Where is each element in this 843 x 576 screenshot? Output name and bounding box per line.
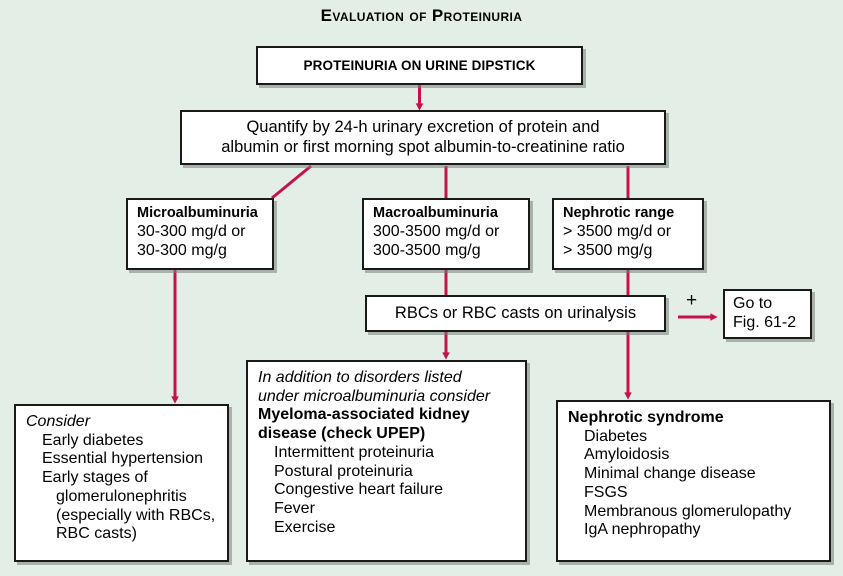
- connector-quantify-to-micro: [271, 164, 312, 200]
- node-nephrotic-range-line1: > 3500 mg/d or: [563, 222, 672, 240]
- node-goto-figure-line1: Go to: [733, 295, 773, 312]
- node-nephrotic-range-heading: Nephrotic range: [563, 205, 675, 221]
- node-myeloma-item: Exercise: [274, 518, 336, 536]
- node-nephrotic-syndrome-item: IgA nephropathy: [584, 521, 701, 539]
- node-microalbuminuria-line1: 30-300 mg/d or: [137, 222, 246, 240]
- node-nephrotic-syndrome-item: Diabetes: [584, 427, 648, 445]
- node-myeloma-intro-line1: In addition to disorders listed: [258, 369, 462, 386]
- node-quantify[interactable]: Quantify by 24-h urinary excretion of pr…: [180, 110, 666, 165]
- node-microalbuminuria-line2: 30-300 mg/g: [137, 241, 227, 259]
- node-consider-heading: Consider: [26, 413, 91, 430]
- node-myeloma-heading-line1: Myeloma-associated kidney: [258, 406, 470, 424]
- node-nephrotic-syndrome-item: Amyloidosis: [584, 446, 670, 464]
- node-nephrotic-syndrome[interactable]: Nephrotic syndrome Diabetes Amyloidosis …: [556, 400, 831, 562]
- node-myeloma-associated[interactable]: In addition to disorders listed under mi…: [246, 360, 527, 562]
- figure-title: Evaluation of Proteinuria: [320, 6, 523, 25]
- node-myeloma-item: Fever: [274, 500, 315, 518]
- node-proteinuria-dipstick[interactable]: PROTEINURIA ON URINE DIPSTICK: [256, 46, 583, 85]
- node-goto-figure[interactable]: Go to Fig. 61-2: [723, 289, 812, 339]
- node-consider[interactable]: Consider Early diabetes Essential hypert…: [14, 404, 229, 562]
- node-macroalbuminuria-line1: 300-3500 mg/d or: [373, 222, 500, 240]
- node-nephrotic-syndrome-item: Minimal change disease: [584, 465, 756, 483]
- node-nephrotic-range[interactable]: Nephrotic range > 3500 mg/d or > 3500 mg…: [552, 198, 704, 270]
- node-rbc-urinalysis-label: RBCs or RBC casts on urinalysis: [394, 303, 637, 322]
- node-goto-figure-line2: Fig. 61-2: [733, 313, 797, 331]
- positive-result-marker: +: [686, 290, 698, 311]
- node-consider-item: Early diabetes: [42, 431, 144, 449]
- node-macroalbuminuria[interactable]: Macroalbuminuria 300-3500 mg/d or 300-35…: [362, 198, 530, 270]
- node-nephrotic-syndrome-heading: Nephrotic syndrome: [568, 409, 724, 426]
- node-consider-item-continuation: (especially with RBCs,: [56, 506, 216, 524]
- node-consider-item: Early stages of: [42, 469, 148, 487]
- node-rbc-urinalysis[interactable]: RBCs or RBC casts on urinalysis: [365, 295, 666, 332]
- node-consider-item: Essential hypertension: [42, 450, 203, 468]
- node-macroalbuminuria-line2: 300-3500 mg/g: [373, 241, 481, 259]
- node-microalbuminuria[interactable]: Microalbuminuria 30-300 mg/d or 30-300 m…: [126, 198, 274, 270]
- node-quantify-line1: Quantify by 24-h urinary excretion of pr…: [246, 118, 600, 137]
- node-consider-item-continuation: RBC casts): [56, 525, 137, 543]
- node-nephrotic-syndrome-item: Membranous glomerulopathy: [584, 502, 792, 520]
- node-nephrotic-syndrome-item: FSGS: [584, 483, 628, 501]
- node-quantify-line2: albumin or first morning spot albumin-to…: [221, 137, 625, 156]
- node-myeloma-item: Postural proteinuria: [274, 462, 413, 480]
- node-myeloma-item: Congestive heart failure: [274, 481, 443, 499]
- node-consider-item-continuation: glomerulonephritis: [56, 487, 187, 505]
- node-nephrotic-range-line2: > 3500 mg/g: [563, 241, 653, 259]
- node-microalbuminuria-heading: Microalbuminuria: [137, 205, 258, 221]
- node-myeloma-intro-line2: under microalbuminuria consider: [258, 387, 491, 405]
- node-myeloma-heading-line2: disease (check UPEP): [258, 425, 426, 443]
- node-macroalbuminuria-heading: Macroalbuminuria: [373, 205, 498, 221]
- node-proteinuria-dipstick-label: PROTEINURIA ON URINE DIPSTICK: [303, 57, 536, 73]
- node-myeloma-item: Intermittent proteinuria: [274, 443, 435, 461]
